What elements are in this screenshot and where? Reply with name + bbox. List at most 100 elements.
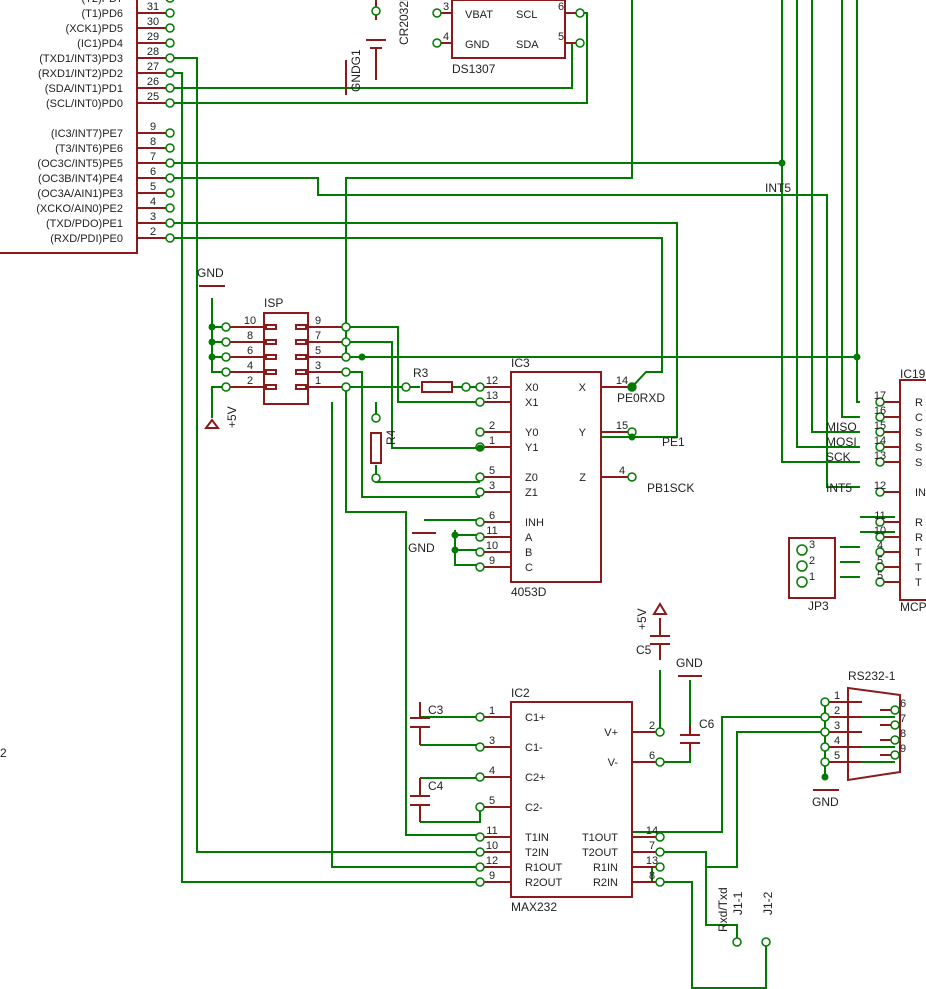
capacitor-c5: +5V C5 bbox=[635, 602, 670, 660]
gnd-g1-label: GNDG1 bbox=[349, 49, 363, 92]
mcu-pin-32-end bbox=[165, 0, 175, 3]
rs232-pin-1-num: 1 bbox=[834, 690, 840, 702]
ic3-pin-4-label: Z bbox=[579, 472, 586, 484]
rs232-pin-3-num: 3 bbox=[834, 720, 840, 732]
ic2-pin-5-end bbox=[475, 802, 485, 812]
isp-pin-1-end bbox=[341, 382, 351, 392]
isp-pin-8-end bbox=[221, 337, 231, 347]
mcu-pin-4-end bbox=[165, 203, 175, 213]
ic19-part: MCP bbox=[900, 600, 926, 614]
mcu-pin-3-num: 3 bbox=[150, 211, 156, 223]
isp-pad bbox=[295, 354, 307, 360]
ic19-pin-10-num: 5 bbox=[877, 570, 883, 582]
mcu-pin-27-label: (RXD1/INT2)PD2 bbox=[38, 68, 123, 80]
ic3-pin-14-num: 14 bbox=[616, 375, 628, 387]
rs232-pin-6-num: 6 bbox=[900, 698, 906, 710]
ic2-pin-5-label: C2- bbox=[525, 802, 543, 814]
resistor-r4: R4 bbox=[370, 413, 398, 483]
ic2-pin-6-num: 6 bbox=[649, 750, 655, 762]
junction-dot bbox=[853, 353, 861, 361]
ic19-pin-10-label: T bbox=[915, 577, 922, 589]
ic2-pin-3-end bbox=[475, 742, 485, 752]
ic2-pin-1-num: 1 bbox=[489, 705, 495, 717]
isp-pin-7-end bbox=[341, 337, 351, 347]
j1-1-label: J1-1 bbox=[731, 891, 745, 915]
ic19-pin-1-end bbox=[875, 412, 885, 422]
mcu-pin-8-label: (T3/INT6)PE6 bbox=[55, 143, 123, 155]
ic19-pin-4-end bbox=[875, 457, 885, 467]
int5-net-label: INT5 bbox=[765, 181, 791, 195]
ic3-pin-5-label: Z0 bbox=[525, 472, 538, 484]
c6-label: C6 bbox=[699, 717, 715, 731]
rs232-pin-2-end bbox=[820, 712, 830, 722]
jp3-pin3-num: 3 bbox=[809, 539, 815, 551]
ic2-pin-2-num: 2 bbox=[649, 720, 655, 732]
isp-pin-2-num: 2 bbox=[247, 375, 253, 387]
ic3-pin-10-label: B bbox=[525, 547, 532, 559]
ic3-pin-15-label: Y bbox=[579, 427, 587, 439]
ic2-pin-7-num: 7 bbox=[649, 840, 655, 852]
junction-dot bbox=[208, 323, 216, 331]
ic19-pin-5-label: IN bbox=[915, 487, 926, 499]
ic3-pin-6-num: 6 bbox=[489, 510, 495, 522]
r3-pin1 bbox=[401, 382, 411, 392]
ic2-part: MAX232 bbox=[511, 900, 557, 914]
ic19-pin-1-label: C bbox=[915, 412, 923, 424]
ic2-pin-1-end bbox=[475, 712, 485, 722]
r3-pin2 bbox=[461, 382, 471, 392]
battery-label: CR2032h bbox=[397, 0, 411, 45]
ic2-pin-11-num: 11 bbox=[486, 825, 497, 837]
resistor-r3: R3 bbox=[401, 366, 471, 393]
ic19-pin-0-num: 17 bbox=[874, 390, 886, 402]
ic2-pin-6-end bbox=[655, 757, 665, 767]
isp-pin-5-end bbox=[341, 352, 351, 362]
ic2-pin-13-end bbox=[655, 862, 665, 872]
j1-2-pin bbox=[761, 937, 771, 947]
ic2-pin-5-num: 5 bbox=[489, 795, 495, 807]
mcu-pin-32-label: (T2)PD7 bbox=[81, 0, 123, 5]
ic2-pin-14-num: 14 bbox=[646, 825, 658, 837]
ds1307-vbat-label: VBAT bbox=[465, 9, 493, 21]
isp-pad bbox=[265, 384, 277, 390]
ic2-pin-12-label: R1OUT bbox=[525, 862, 563, 874]
isp-pad bbox=[265, 339, 277, 345]
mcu-pin-29-end bbox=[165, 38, 175, 48]
mcu-pin-26-end bbox=[165, 83, 175, 93]
ic19-net-miso: MISO bbox=[826, 420, 857, 434]
ic3-pin-1-label: Y1 bbox=[525, 442, 538, 454]
isp-pin-3-num: 3 bbox=[315, 360, 321, 372]
ic2-pin-12-num: 12 bbox=[486, 855, 498, 867]
mcu-pin-6-label: (OC3B/INT4)PE4 bbox=[38, 173, 123, 185]
ic3-pin-4-num: 4 bbox=[619, 465, 625, 477]
ic19-pin-5-end bbox=[875, 487, 885, 497]
mcu-pin-2-end bbox=[165, 233, 175, 243]
jp3-pin2 bbox=[796, 560, 808, 572]
mcu-pin-6-num: 6 bbox=[150, 166, 156, 178]
ic2-pin-4-label: C2+ bbox=[525, 772, 546, 784]
isp-pad bbox=[265, 324, 277, 330]
ic3-pin-9-end bbox=[475, 562, 485, 572]
ic19-pin-8-label: T bbox=[915, 547, 922, 559]
battery-pin-end bbox=[371, 6, 381, 16]
ds1307-pin5-num: 5 bbox=[558, 31, 564, 43]
ds1307-pin3 bbox=[432, 8, 442, 18]
junction-dot bbox=[778, 159, 786, 167]
mcu-pin-8-end bbox=[165, 143, 175, 153]
ic3-pin-15-num: 15 bbox=[616, 420, 628, 432]
ic2-pin-13-num: 13 bbox=[646, 855, 658, 867]
jp3-jumper: 3 2 1 JP3 bbox=[788, 537, 836, 613]
isp-pin-6-num: 6 bbox=[247, 345, 253, 357]
junction-dot bbox=[628, 433, 636, 441]
battery-symbol: CR2032h GNDG1 bbox=[345, 0, 411, 95]
ic19-pin-10-end bbox=[875, 577, 885, 587]
mcu-pin-30-end bbox=[165, 23, 175, 33]
ic3-pin-11-num: 11 bbox=[486, 525, 497, 537]
ic2-pin-group: C1+1C1-3C2+4C2-5T1IN11T2IN10R1OUT12R2OUT… bbox=[475, 705, 665, 889]
c5-label: C5 bbox=[636, 643, 652, 657]
capacitor-c6: GND C6 bbox=[676, 656, 715, 752]
junction-dot bbox=[821, 773, 829, 781]
